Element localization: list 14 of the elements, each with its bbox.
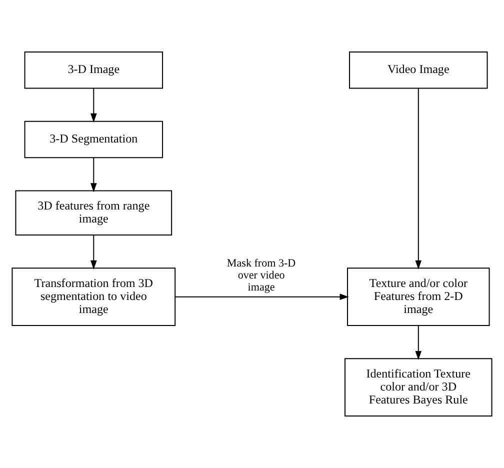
node-box: 3-D Segmentation [24,120,164,158]
arrow [175,294,349,300]
arrow [90,88,97,122]
node-box: 3-D Image [24,52,164,89]
node-box: Identification Texture color and/or 3D Features Bayes Rule [344,358,492,416]
node-box: 3D features from range image [15,190,172,236]
node-box: Video Image [349,52,488,89]
arrow [415,88,422,270]
edge-label: Mask from 3-D over video image [226,257,296,294]
arrow [415,326,422,360]
arrow [90,158,97,192]
arrow [90,235,97,270]
node-box: Texture and/or color Features from 2-D image [347,268,490,326]
node-box: Transformation from 3D segmentation to video image [12,268,176,326]
